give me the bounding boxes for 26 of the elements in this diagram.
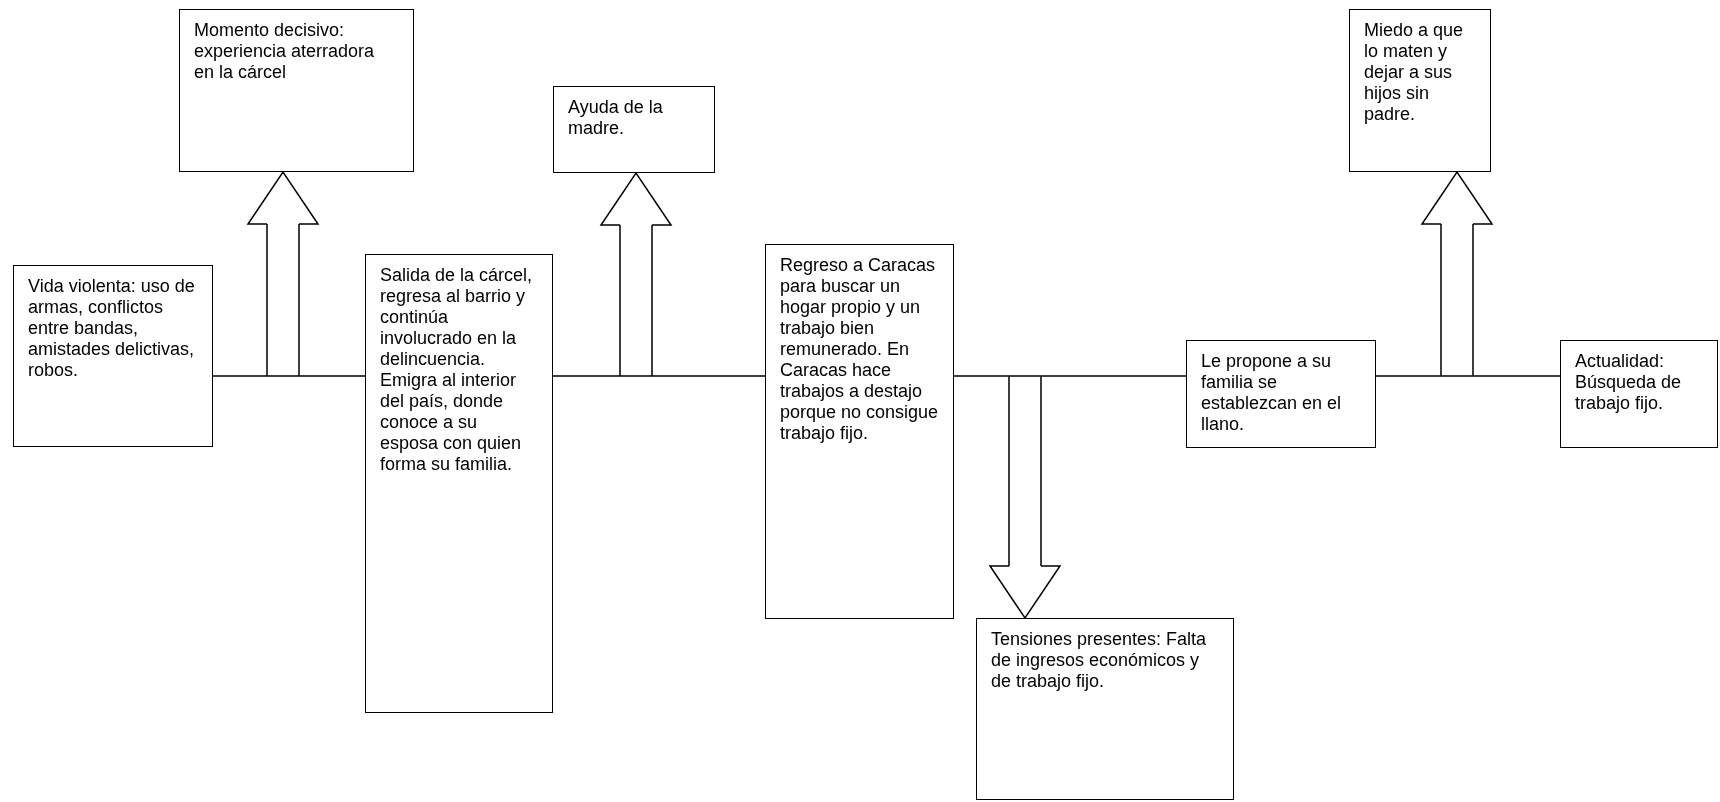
block-arrow: [1421, 171, 1493, 377]
block-arrow: [247, 171, 319, 377]
event-box: [365, 254, 553, 713]
event-text: Tensiones presentes: Falta de ingresos económicos y de trabajo fijo.: [991, 629, 1208, 692]
event-text: Momento decisivo: experiencia aterradora en la cárcel: [194, 20, 376, 83]
event-text: Ayuda de la madre.: [568, 97, 664, 139]
event-text: Vida violenta: uso de armas, conflictos entre bandas, amistades delictivas, robos.: [28, 276, 196, 381]
timeline-line: [212, 375, 366, 377]
event-text: Miedo a que lo maten y dejar a sus hijos sin padre.: [1364, 20, 1465, 125]
event-box: [1560, 340, 1718, 448]
event-box: [1349, 9, 1491, 172]
block-arrow: [600, 172, 672, 377]
event-text: Salida de la cárcel, regresa al barrio y continúa involucrado en la delincuencia. Emigra al interior del país, donde conoce a su esposa con quien forma su familia.: [380, 265, 534, 475]
event-text: Regreso a Caracas para buscar un hogar propio y un trabajo bien remunerado. En Caracas hace trabajos a destajo porque no consigue trabajo fijo.: [780, 255, 939, 444]
event-box: [179, 9, 414, 172]
event-text: Actualidad: Búsqueda de trabajo fijo.: [1575, 351, 1683, 414]
event-box: [765, 244, 954, 619]
timeline-line: [552, 375, 766, 377]
event-box: [553, 86, 715, 173]
timeline-line: [953, 375, 1187, 377]
event-box: [1186, 340, 1376, 448]
event-box: [13, 265, 213, 447]
event-box: [976, 618, 1234, 800]
timeline-line: [1375, 375, 1561, 377]
event-text: Le propone a su familia se establezcan en el llano.: [1201, 351, 1343, 435]
block-arrow: [989, 375, 1061, 619]
